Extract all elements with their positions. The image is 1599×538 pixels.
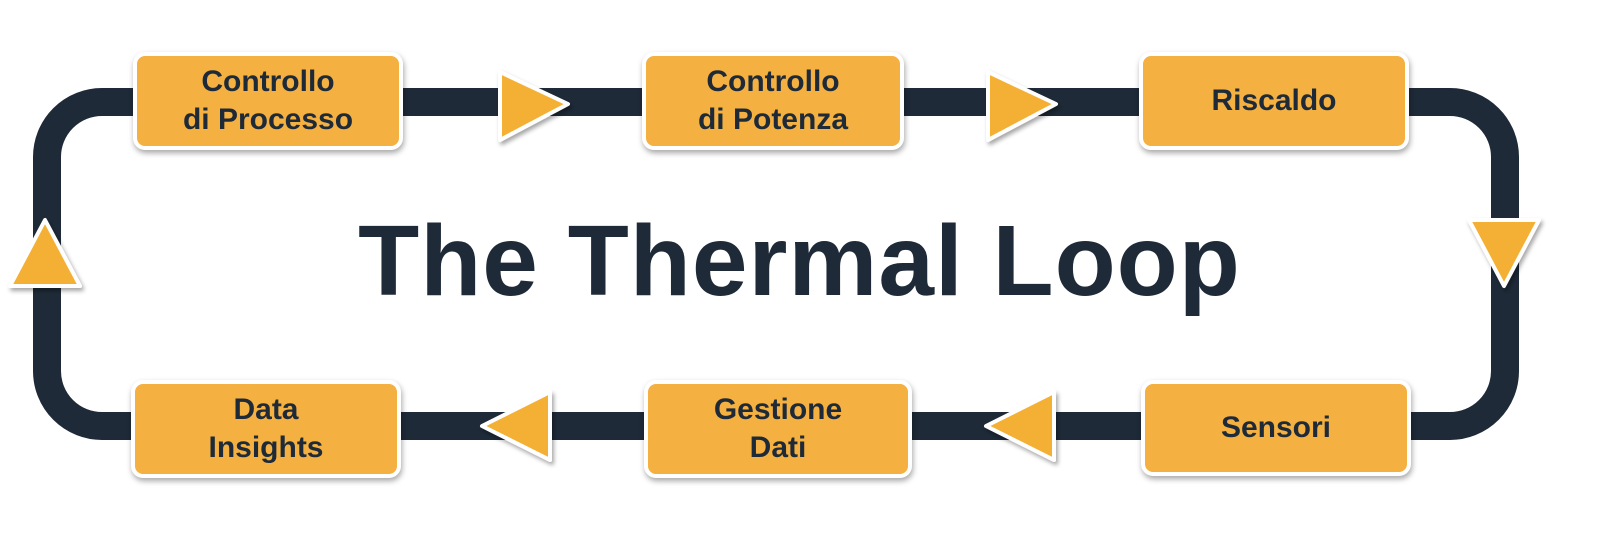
node-label: Controllo di Processo [182,65,354,136]
node-riscaldo: Riscaldo [1139,52,1409,150]
node-data-insights: Data Insights [131,380,401,478]
node-gestione-dati: Gestione Dati [644,380,912,478]
right-arrow-icon [986,70,1058,142]
node-label: Gestione Dati [713,393,843,464]
node-controllo-di-potenza: Controllo di Potenza [642,52,904,150]
diagram-title: The Thermal Loop [358,205,1241,317]
node-label: Data Insights [208,393,324,464]
up-arrow-icon [8,218,82,288]
node-sensori: Sensori [1141,380,1411,476]
down-arrow-icon [1467,218,1541,288]
node-label: Controllo di Potenza [697,65,848,136]
left-arrow-icon [480,390,552,462]
left-arrow-icon [984,390,1056,462]
node-controllo-di-processo: Controllo di Processo [133,52,403,150]
node-label: Sensori [1220,411,1332,444]
node-label: Riscaldo [1211,84,1337,117]
right-arrow-icon [498,70,570,142]
